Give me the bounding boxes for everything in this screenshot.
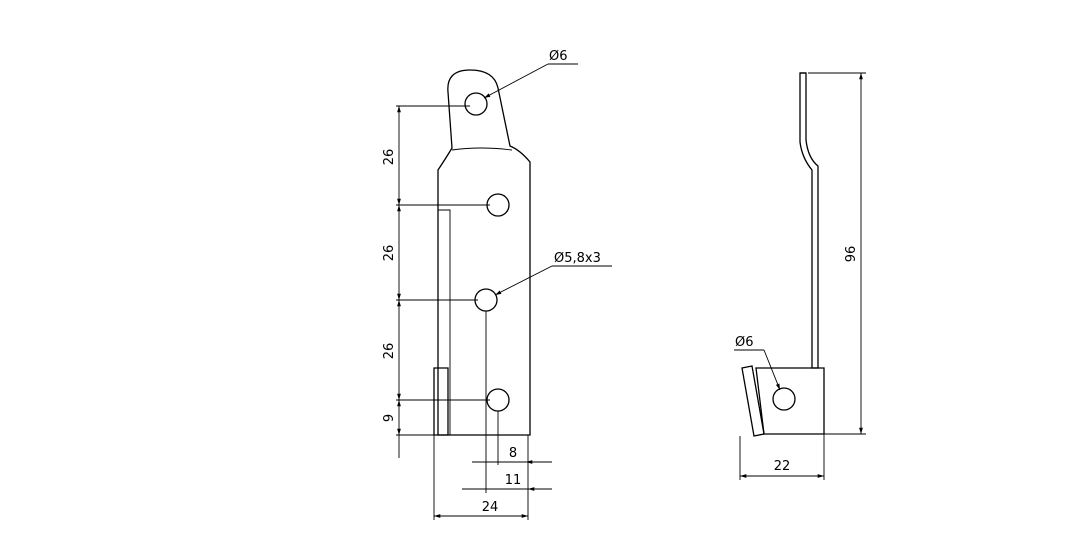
- side-view-foot: [755, 367, 825, 435]
- front-hole-1: [486, 193, 510, 217]
- dim-22: 22: [774, 459, 791, 474]
- front-view-outline: [437, 69, 531, 436]
- dim-8: 8: [509, 446, 517, 461]
- dim-96: 96: [844, 246, 859, 263]
- front-view: 26 26 26 9 8 11 24 Ø6 Ø5,8x3: [382, 49, 612, 520]
- dim-26-b: 26: [382, 245, 397, 262]
- side-view-strip: [799, 72, 819, 369]
- dim-26-c: 26: [382, 343, 397, 360]
- dim-9: 9: [382, 414, 397, 422]
- front-hole-2: [474, 288, 498, 312]
- front-view-bend-line: [451, 147, 513, 151]
- label-side-hole: Ø6: [735, 335, 754, 350]
- front-hole-3: [486, 388, 510, 412]
- side-view-slanted-tab: [741, 365, 765, 437]
- dim-26-a: 26: [382, 149, 397, 166]
- side-view: 96 22 Ø6: [734, 72, 866, 480]
- front-view-lower-tab: [433, 367, 449, 436]
- dim-24: 24: [482, 500, 499, 515]
- label-hole-pattern: Ø5,8x3: [554, 251, 601, 266]
- front-view-step-line: [438, 209, 451, 435]
- dim-11: 11: [505, 473, 522, 488]
- label-hole-top: Ø6: [549, 49, 568, 64]
- side-hole: [772, 387, 796, 411]
- front-hole-top: [464, 92, 488, 116]
